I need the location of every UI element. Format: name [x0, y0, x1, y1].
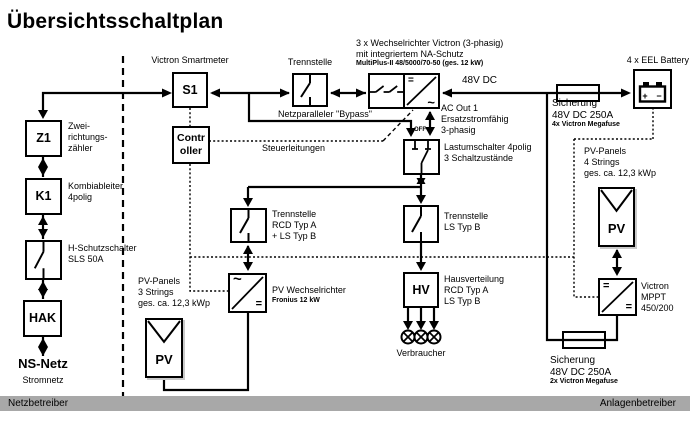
- page-title: Übersichtsschaltplan: [7, 10, 224, 33]
- pv-inverter-caption: PV Wechselrichter: [272, 285, 346, 295]
- lastumschalter-caption: Lastumschalter 4polig 3 Schaltzustände: [444, 142, 532, 163]
- dc-glyph: =: [255, 298, 262, 310]
- pv-inverter-box: ~ =: [228, 271, 267, 313]
- pv-panel-right-box: PV: [598, 187, 635, 247]
- mppt-box: = =: [598, 278, 637, 316]
- dc-bus-label: 48V DC: [462, 75, 498, 86]
- inverter-diagonal-icon: [231, 276, 264, 310]
- disconnect-switch-icon: [300, 75, 311, 105]
- hausverteilung-caption: Hausverteilung RCD Typ A LS Typ B: [444, 274, 505, 306]
- fuse-top-caption: Sicherung 48V DC 250A: [552, 98, 614, 122]
- hausverteilung-label: HV: [412, 282, 430, 297]
- pv-inverter-sub-caption: Fronius 12 kW: [272, 297, 320, 304]
- disconnect-switch-icon: [239, 210, 250, 241]
- sls-breaker-box: [25, 240, 62, 280]
- ac-glyph: ~: [427, 95, 435, 110]
- inverter-diagonal-icon: [406, 76, 437, 106]
- smartmeter-caption: Victron Smartmeter: [151, 55, 229, 65]
- dc-glyph: =: [625, 301, 632, 313]
- trennstelle-ls-box: [403, 205, 439, 243]
- dc-glyph: =: [603, 280, 610, 292]
- multiplus-transfer-switch-cell: [370, 75, 403, 107]
- multiplus-caption: 3 x Wechselrichter Victron (3-phasig) mi…: [356, 38, 504, 59]
- fuse-bottom-sub-caption: 2x Victron Megafuse: [550, 378, 618, 385]
- pv-panel-right-label: PV: [607, 221, 626, 236]
- off-label: OFF: [414, 127, 426, 133]
- zone-separator-bar: Netzbetreiber Anlagenbetreiber: [0, 396, 690, 411]
- fuse-top-icon: [556, 84, 600, 102]
- meter-z1-label: Z1: [36, 131, 51, 146]
- multiplus-box: = ~: [368, 73, 440, 109]
- load-icons: [400, 329, 442, 345]
- arrowheads: [38, 88, 631, 356]
- battery-minus-glyph: −: [656, 91, 661, 101]
- battery-plus-glyph: +: [642, 91, 647, 101]
- fuse-bottom-icon: [562, 331, 606, 349]
- pv-panel-left-box: PV: [145, 318, 183, 378]
- verbraucher-label: Verbraucher: [396, 348, 446, 358]
- zone-label-anlagenbetreiber: Anlagenbetreiber: [599, 398, 676, 409]
- ac-out-label: AC Out 1 Ersatzstromfähig 3-phasig: [441, 103, 509, 135]
- zone-label-netzbetreiber: Netzbetreiber: [8, 398, 69, 409]
- surge-k1-caption: Kombiableiter 4polig: [68, 181, 124, 202]
- changeover-switch-icon: [412, 141, 431, 173]
- controller-label: Contr oller: [177, 132, 205, 157]
- pv-panels-left-caption: PV-Panels 3 Strings ges. ca. 12,3 kWp: [138, 276, 211, 308]
- multiplus-inverter-cell: = ~: [403, 75, 438, 110]
- hak-label: HAK: [28, 311, 57, 326]
- grid-label: NS-Netz: [18, 356, 68, 371]
- surge-k1-box: K1: [25, 178, 62, 215]
- battery-caption: 4 x EEL Battery: [626, 55, 689, 65]
- hak-box: HAK: [23, 300, 62, 337]
- lastumschalter-box: [403, 139, 440, 175]
- pv-chevron-icon: [600, 189, 633, 213]
- fuse-icons: [556, 84, 606, 349]
- disconnect-switch-icon: [411, 207, 422, 241]
- control-line-diagonal: [382, 109, 414, 142]
- surge-k1-label: K1: [35, 189, 52, 204]
- smartmeter-s1-label: S1: [182, 82, 198, 97]
- pv-chevron-icon: [147, 320, 181, 344]
- pv-panels-right-caption: PV-Panels 4 Strings ges. ca. 12,3 kWp: [584, 146, 657, 178]
- meter-z1-box: Z1: [25, 120, 62, 157]
- ac-glyph: ~: [233, 271, 242, 288]
- bypass-label: Netzparalleler "Bypass": [278, 109, 372, 119]
- steuerleitungen-label: Steuerleitungen: [262, 143, 326, 153]
- dcdc-diagonal-icon: [601, 281, 634, 313]
- disconnect-switch-icon: [33, 242, 45, 278]
- fuse-top-sub-caption: 4x Victron Megafuse: [552, 121, 620, 128]
- smartmeter-s1-box: S1: [172, 72, 208, 108]
- battery-box: + −: [633, 69, 672, 109]
- meter-z1-caption: Zwei- richtungs- zähler: [68, 121, 108, 153]
- trennstelle-top-box: [292, 73, 328, 107]
- trennstelle-rcd-caption: Trennstelle RCD Typ A + LS Typ B: [272, 209, 317, 241]
- mppt-caption: Victron MPPT 450/200: [641, 281, 674, 313]
- grid-caption: Stromnetz: [22, 375, 64, 385]
- dc-glyph: =: [408, 75, 414, 86]
- control-lines: [189, 108, 654, 298]
- sls-breaker-caption: H-Schutzschalter SLS 50A: [68, 243, 137, 264]
- controller-box: Contr oller: [172, 126, 210, 164]
- transfer-switch-icon: [370, 85, 403, 93]
- fuse-bottom-caption: Sicherung 48V DC 250A: [550, 355, 612, 379]
- trennstelle-rcd-box: [230, 208, 267, 243]
- multiplus-sub-caption: MultiPlus-II 48/5000/70-50 (ges. 12 kW): [356, 60, 484, 67]
- pv-panel-left-label: PV: [155, 352, 173, 367]
- trennstelle-ls-caption: Trennstelle LS Typ B: [444, 211, 489, 232]
- power-lines: [41, 91, 627, 392]
- hausverteilung-box: HV: [403, 272, 439, 308]
- battery-icon: + −: [638, 82, 667, 103]
- trennstelle-top-caption: Trennstelle: [287, 57, 333, 67]
